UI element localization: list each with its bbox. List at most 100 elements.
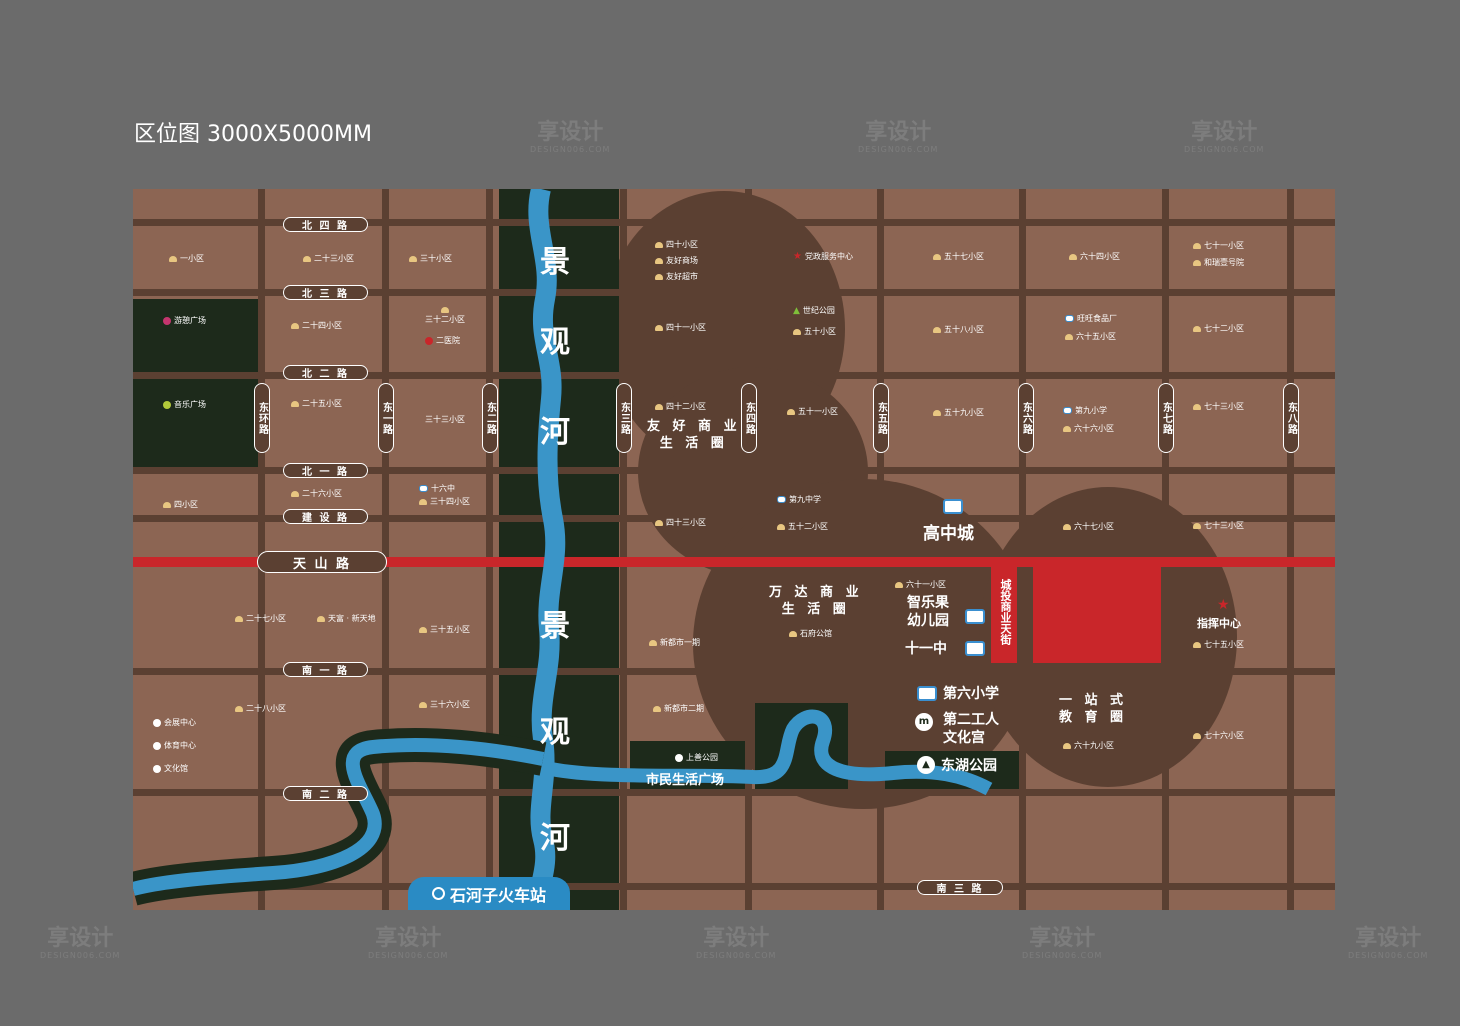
book-wrap-3	[917, 686, 937, 701]
poi-sanshisan: 三十三小区	[425, 415, 465, 424]
train-icon	[431, 887, 445, 900]
poi-ershiqi: 二十七小区	[235, 613, 286, 624]
poi-eryiyuan: 二医院	[425, 335, 460, 346]
road-label-beier: 北 二 路	[283, 365, 368, 380]
book-icon	[943, 499, 963, 514]
house-icon	[409, 255, 417, 262]
poi-donghu: 东湖公园	[941, 758, 997, 774]
house-icon	[777, 523, 785, 530]
house-icon	[291, 490, 299, 497]
house-icon	[303, 255, 311, 262]
map-title: 区位图 3000X5000MM	[134, 122, 373, 147]
poi-wushiqi: 五十七小区	[933, 251, 984, 262]
house-icon	[419, 701, 427, 708]
book-icon	[1063, 407, 1072, 414]
poi-sanshiwu: 三十五小区	[419, 624, 470, 635]
poi-ershiliu: 二十六小区	[291, 488, 342, 499]
road-h-4	[133, 467, 1335, 474]
poi-gaozhong: 高中城	[923, 524, 974, 544]
poi-gaozhong-icon-wrap	[943, 499, 963, 514]
road-v-1	[258, 189, 265, 910]
landmark-icon: m	[915, 713, 933, 731]
poi-jiuxiao: 第九小学	[1063, 405, 1107, 416]
road-h-6	[133, 668, 1335, 675]
poi-sanshiliu: 三十六小区	[419, 699, 470, 710]
house-icon	[1063, 425, 1071, 432]
house-icon	[793, 328, 801, 335]
poi-wenhua: 文化馆	[153, 763, 188, 774]
road-label-dongba: 东八路	[1283, 383, 1299, 453]
road-h-3	[133, 372, 1335, 379]
road-label-beisi: 北 四 路	[283, 217, 368, 232]
poi-sanshier: 三十二小区	[425, 307, 465, 325]
poi-tianfu: 天富 · 新天地	[317, 613, 376, 624]
house-icon	[441, 307, 449, 313]
house-icon	[1193, 641, 1201, 648]
culture-wrap: m	[915, 713, 933, 731]
poi-tiyu: 体育中心	[153, 740, 196, 751]
poi-shangjin: 上善公园	[675, 752, 718, 763]
book-icon	[419, 485, 428, 492]
road-label-beiyi: 北 一 路	[283, 463, 368, 478]
poi-sishier: 四十二小区	[655, 401, 706, 412]
tree-icon: ▲	[917, 756, 935, 774]
poi-liushiwu: 六十五小区	[1065, 331, 1116, 342]
block-red-strip	[991, 567, 1017, 663]
house-icon	[933, 409, 941, 416]
house-icon	[1069, 253, 1077, 260]
poi-qishiyi: 七十一小区	[1193, 240, 1244, 251]
poi-liushijiu: 六十九小区	[1063, 740, 1114, 751]
train-station: 石河子火车站	[408, 877, 570, 910]
poi-yixiaoqu: 一小区	[169, 253, 204, 264]
poi-liushiqi: 六十七小区	[1063, 521, 1114, 532]
road-v-8	[1162, 189, 1169, 910]
road-v-7	[1019, 189, 1026, 910]
poi-qishisan-b: 七十三小区	[1193, 520, 1244, 531]
house-icon	[419, 498, 427, 505]
house-icon	[933, 253, 941, 260]
tree-icon: ▲	[793, 305, 800, 316]
hospital-icon	[425, 336, 433, 345]
poi-qishiliu: 七十六小区	[1193, 730, 1244, 741]
poi-dangzheng: ★党政服务中心	[793, 251, 853, 262]
poi-liushisi: 六十四小区	[1069, 251, 1120, 262]
poi-zhihui: 指挥中心	[1197, 617, 1241, 630]
river-label: 河	[540, 821, 570, 856]
poi-shifu: 石府公馆	[789, 628, 832, 639]
road-label-nansan: 南 三 路	[917, 880, 1003, 895]
road-label-naner: 南 二 路	[283, 786, 368, 801]
poi-yinyue: 音乐广场	[163, 399, 206, 410]
house-icon	[655, 519, 663, 526]
house-icon	[1065, 333, 1073, 340]
road-label-dongliu: 东六路	[1018, 383, 1034, 453]
road-h-7	[133, 789, 1335, 796]
house-icon	[895, 581, 903, 588]
shop-icon	[655, 273, 663, 280]
house-icon	[169, 255, 177, 262]
house-icon	[1063, 742, 1071, 749]
poi-qishisan-a: 七十三小区	[1193, 401, 1244, 412]
road-label-donghuan: 东环路	[254, 383, 270, 453]
park-icon	[675, 753, 683, 762]
poi-xinduer: 新都市二期	[653, 703, 704, 714]
poi-liushiliu: 六十六小区	[1063, 423, 1114, 434]
circle-youhao: 友 好 商 业生 活 圈	[647, 419, 741, 451]
poi-huizhan: 会展中心	[153, 717, 196, 728]
house-icon	[291, 322, 299, 329]
river-label: 景	[540, 609, 570, 644]
poi-sanshisi: 三十四小区	[419, 496, 470, 507]
river-label: 景	[540, 245, 570, 280]
river-branch-west-water	[133, 737, 545, 896]
poi-shimin: 市民生活广场	[646, 773, 725, 788]
road-v-5	[745, 189, 752, 910]
house-icon	[787, 408, 795, 415]
road-v-3	[486, 189, 493, 910]
river-main	[528, 189, 566, 910]
poi-wushi: 五十小区	[793, 326, 836, 337]
road-h-8	[133, 883, 1335, 890]
